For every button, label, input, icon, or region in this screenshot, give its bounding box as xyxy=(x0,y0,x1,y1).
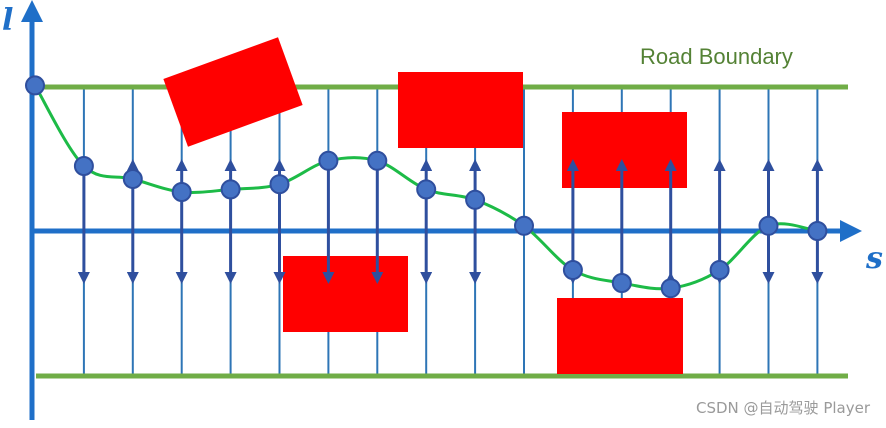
s-axis-arrowhead xyxy=(840,220,862,242)
obstacle-5 xyxy=(557,298,683,374)
sampling-node xyxy=(318,150,339,171)
obstacle-1 xyxy=(163,37,303,147)
sampling-node xyxy=(367,150,388,171)
sampling-node xyxy=(25,75,45,96)
watermark: CSDN @自动驾驶 Player xyxy=(696,399,870,417)
sampling-node xyxy=(465,189,486,210)
sampling-node xyxy=(562,260,583,280)
sampling-nodes xyxy=(25,75,828,299)
sampling-arrows xyxy=(77,159,824,289)
sampling-node xyxy=(220,179,241,200)
sampling-node xyxy=(416,179,437,200)
sampling-node xyxy=(73,156,94,176)
l-axis-label: l xyxy=(2,3,13,38)
obstacle-2 xyxy=(398,72,523,148)
obstacle-4 xyxy=(283,256,408,332)
s-axis-label: s xyxy=(865,241,883,276)
sampling-node xyxy=(122,169,143,189)
sampling-node xyxy=(269,174,290,195)
sampling-node xyxy=(611,273,632,293)
obstacles xyxy=(163,37,687,374)
l-axis-arrowhead xyxy=(21,0,43,22)
sampling-node xyxy=(758,215,779,236)
sampling-node xyxy=(514,215,534,236)
obstacle-3 xyxy=(562,112,687,188)
sampling-node xyxy=(660,278,681,299)
road-boundary-label: Road Boundary xyxy=(640,44,793,69)
sampling-node xyxy=(171,182,192,202)
sampling-node xyxy=(807,221,828,241)
sampling-node xyxy=(709,260,730,280)
